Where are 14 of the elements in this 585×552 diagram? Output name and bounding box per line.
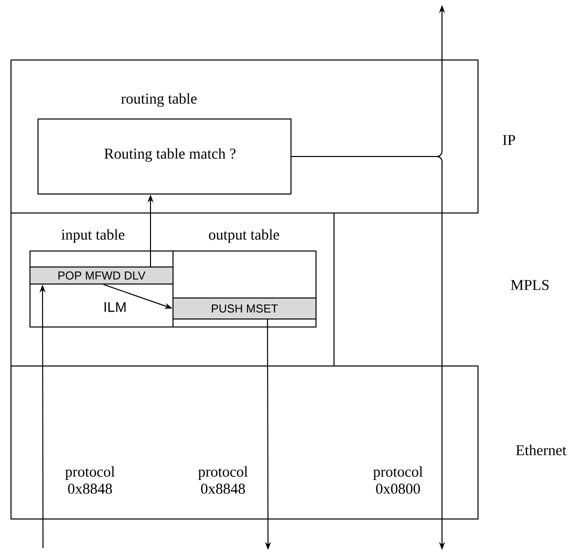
table-title: input table xyxy=(61,229,124,243)
layer-label: Ethernet xyxy=(516,444,566,456)
table-title: output table xyxy=(208,229,280,243)
table-title: routing table xyxy=(121,93,197,107)
entry-bar: POP MFWD DLV xyxy=(30,266,174,284)
entry-bar: PUSH MSET xyxy=(172,298,316,320)
protocol-label: protocol 0x8848 xyxy=(198,466,248,494)
protocol-label: protocol 0x8848 xyxy=(65,466,115,494)
protocol-label: protocol 0x0800 xyxy=(373,466,423,494)
table-label: ILM xyxy=(104,302,126,312)
table-text: Routing table match ? xyxy=(104,148,236,162)
layer-label: IP xyxy=(502,135,516,145)
layer-box xyxy=(10,212,334,366)
layer-label: MPLS xyxy=(510,280,549,290)
